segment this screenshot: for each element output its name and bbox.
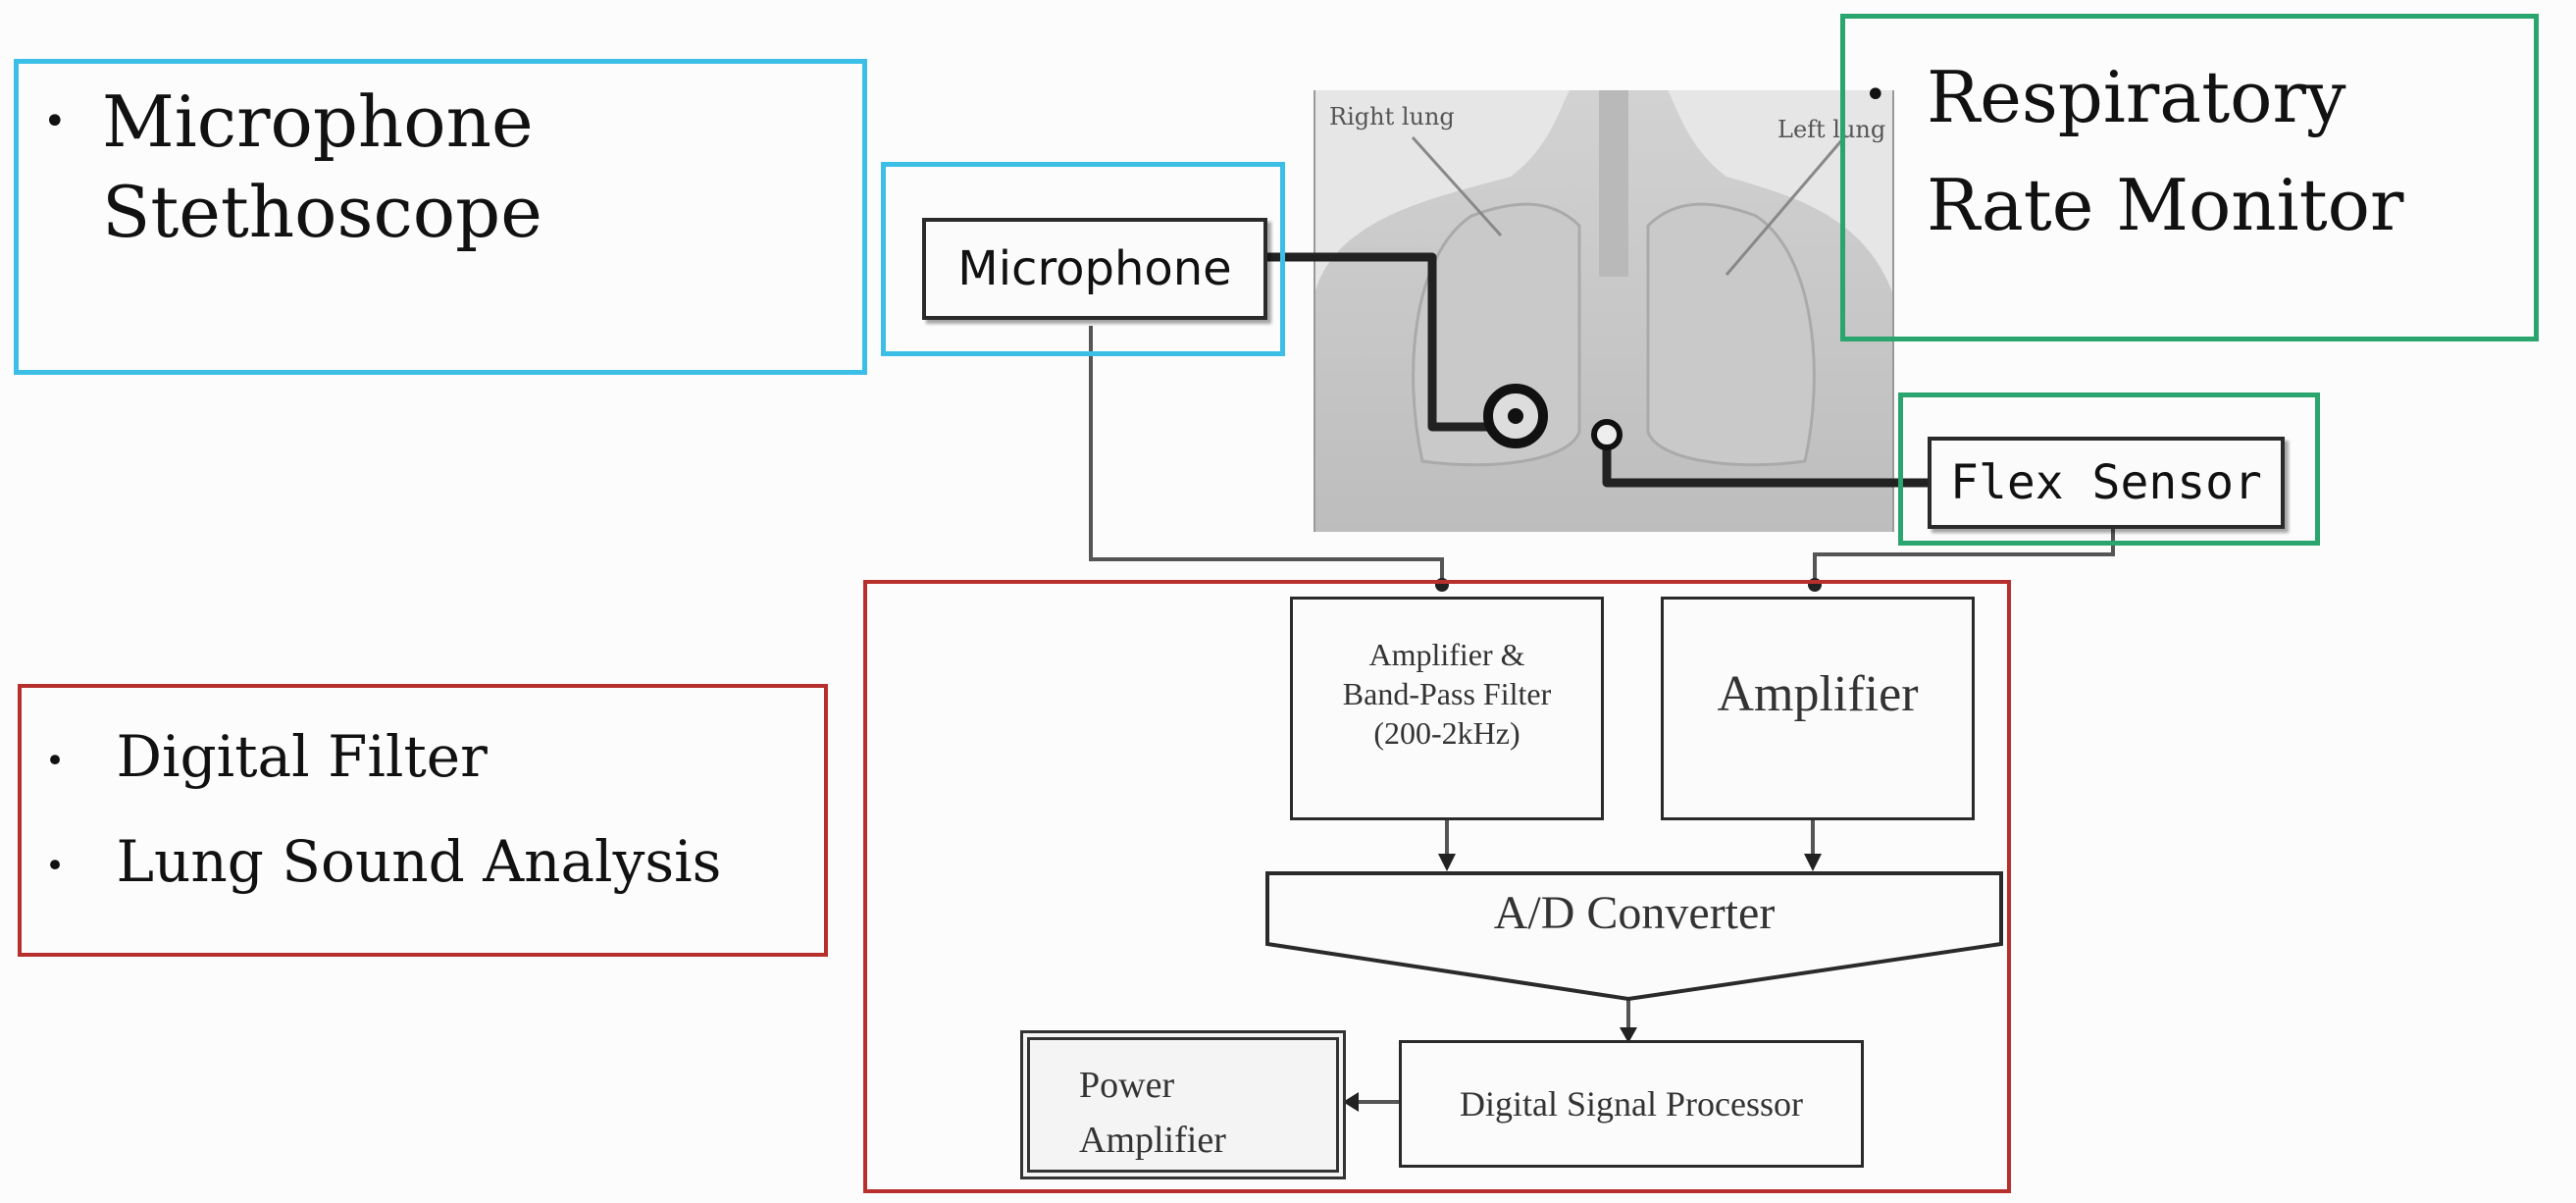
- adc-label: A/D Converter: [1493, 886, 1776, 939]
- right-lung-label: Right lung: [1329, 103, 1455, 131]
- bullet-icon: •: [45, 846, 66, 886]
- left-lung-label: Left lung: [1777, 116, 1886, 143]
- dsp-block: Digital Signal Processor: [1399, 1040, 1864, 1168]
- trachea-shape: [1599, 90, 1628, 277]
- microphone-stethoscope-text: Microphone Stethoscope: [102, 80, 542, 253]
- flex-sensor-node-icon: [1591, 419, 1623, 450]
- processing-frame: [18, 684, 828, 957]
- respiratory-rate-monitor-text: Respiratory Rate Monitor: [1927, 56, 2404, 246]
- bullet-icon: •: [45, 741, 66, 781]
- microphone-stethoscope-frame: [14, 59, 867, 375]
- flex-sensor-block: Flex Sensor: [1928, 437, 2285, 529]
- adc-shape: [1265, 871, 2003, 1002]
- processing-item-lung-sound-analysis: • Lung Sound Analysis: [45, 811, 721, 916]
- power-amplifier-label: Power Amplifier: [1079, 1065, 1226, 1161]
- power-amplifier-block: Power Amplifier: [1020, 1030, 1346, 1179]
- bullet-icon: •: [43, 99, 67, 144]
- processing-item-digital-filter: • Digital Filter: [45, 706, 721, 811]
- respiratory-rate-monitor-bullet: • Respiratory Rate Monitor: [1864, 43, 2403, 259]
- processing-item-label: Lung Sound Analysis: [116, 828, 722, 896]
- mic-to-amp-line: [1089, 326, 1444, 579]
- flex-sensor-highlight-frame: [1898, 392, 2320, 546]
- left-lung-shape: [1646, 202, 1816, 467]
- flex-sensor-cable: [1602, 437, 1942, 488]
- microphone-highlight-frame: [881, 162, 1285, 356]
- microphone-stethoscope-bullet: • Microphone Stethoscope: [43, 77, 542, 257]
- processing-bullets: • Digital Filter • Lung Sound Analysis: [45, 706, 721, 917]
- amplifier-bandpass-label: Amplifier & Band-Pass Filter (200-2kHz): [1342, 637, 1552, 751]
- amplifier-block: Amplifier: [1661, 597, 1975, 820]
- microphone-block: Microphone: [922, 218, 1267, 320]
- bullet-icon: •: [1864, 73, 1887, 118]
- signal-chain-frame: [863, 580, 2011, 1193]
- microphone-cable: [1267, 252, 1516, 432]
- respiratory-rate-monitor-frame: [1840, 14, 2539, 341]
- processing-item-label: Digital Filter: [116, 723, 488, 790]
- amplifier-bandpass-block: Amplifier & Band-Pass Filter (200-2kHz): [1290, 597, 1604, 820]
